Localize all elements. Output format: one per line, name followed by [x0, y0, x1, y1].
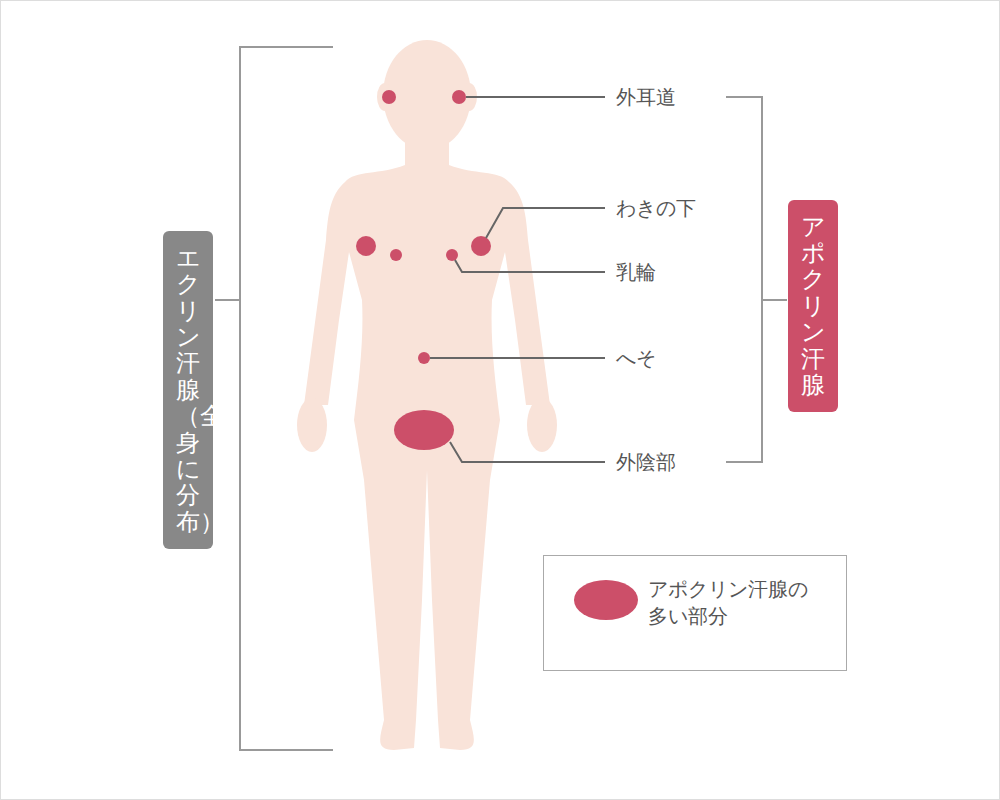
apocrine-tag: アポクリン汗腺 [788, 200, 838, 413]
vertical-label: エクリン汗腺（全身に分布） [176, 245, 200, 535]
legend-box [544, 556, 847, 671]
part-label: 外陰部 [616, 450, 676, 474]
apocrine-spots [356, 90, 491, 450]
legend-text: アポクリン汗腺の多い部分 [648, 576, 816, 630]
part-label: 外耳道 [616, 85, 676, 109]
eccrine-tag: エクリン汗腺（全身に分布） [163, 231, 213, 549]
body-silhouette [297, 40, 557, 750]
part-label: わきの下 [616, 196, 696, 220]
part-label: へそ [616, 346, 656, 370]
vertical-label: アポクリン汗腺 [801, 214, 825, 399]
part-label: 乳輪 [616, 260, 656, 284]
leader-lines [430, 97, 605, 462]
legend-swatch [574, 580, 638, 620]
